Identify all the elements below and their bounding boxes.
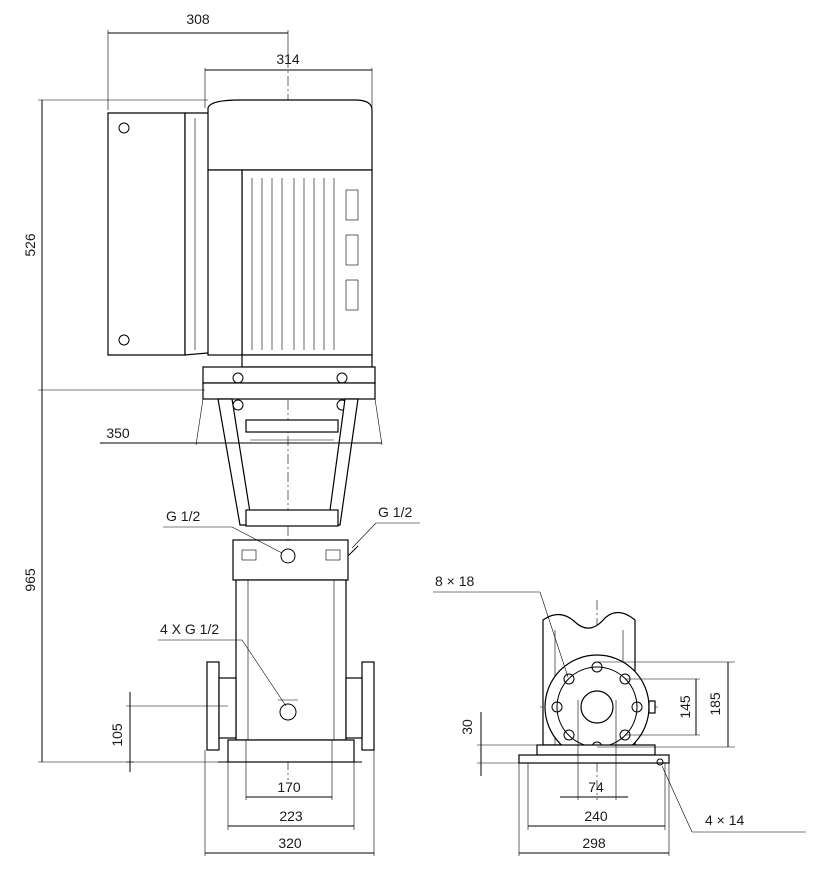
dim-320: 320 [278, 835, 302, 851]
dim-74: 74 [588, 779, 604, 795]
end-view [433, 591, 806, 856]
dim-314: 314 [276, 51, 300, 67]
callout-8x18: 8 × 18 [435, 573, 475, 589]
dim-350: 350 [106, 425, 130, 441]
dim-30: 30 [459, 719, 475, 735]
dim-240: 240 [584, 808, 608, 824]
port-flanges [206, 661, 375, 751]
pump-sleeve [235, 579, 347, 741]
motor-stool [202, 366, 376, 527]
dim-145: 145 [677, 695, 693, 719]
pump-base [218, 739, 362, 763]
dim-105: 105 [109, 723, 125, 747]
dim-185: 185 [707, 692, 723, 716]
dim-223: 223 [279, 808, 303, 824]
callout-g12-right: G 1/2 [378, 504, 412, 520]
pump-head [232, 539, 359, 581]
motor [207, 99, 373, 368]
dim-308: 308 [186, 11, 210, 27]
dim-965: 965 [22, 568, 38, 592]
dim-170: 170 [277, 779, 301, 795]
callout-4x-g12: 4 X G 1/2 [160, 621, 219, 637]
callout-4x14: 4 × 14 [705, 812, 745, 828]
callout-g12-left: G 1/2 [166, 508, 200, 524]
side-view: 308 314 526 350 965 105 170 223 320 G 1/… [22, 11, 420, 856]
dim-298: 298 [582, 835, 606, 851]
dim-526: 526 [22, 233, 38, 257]
dimension-lines [38, 30, 420, 856]
